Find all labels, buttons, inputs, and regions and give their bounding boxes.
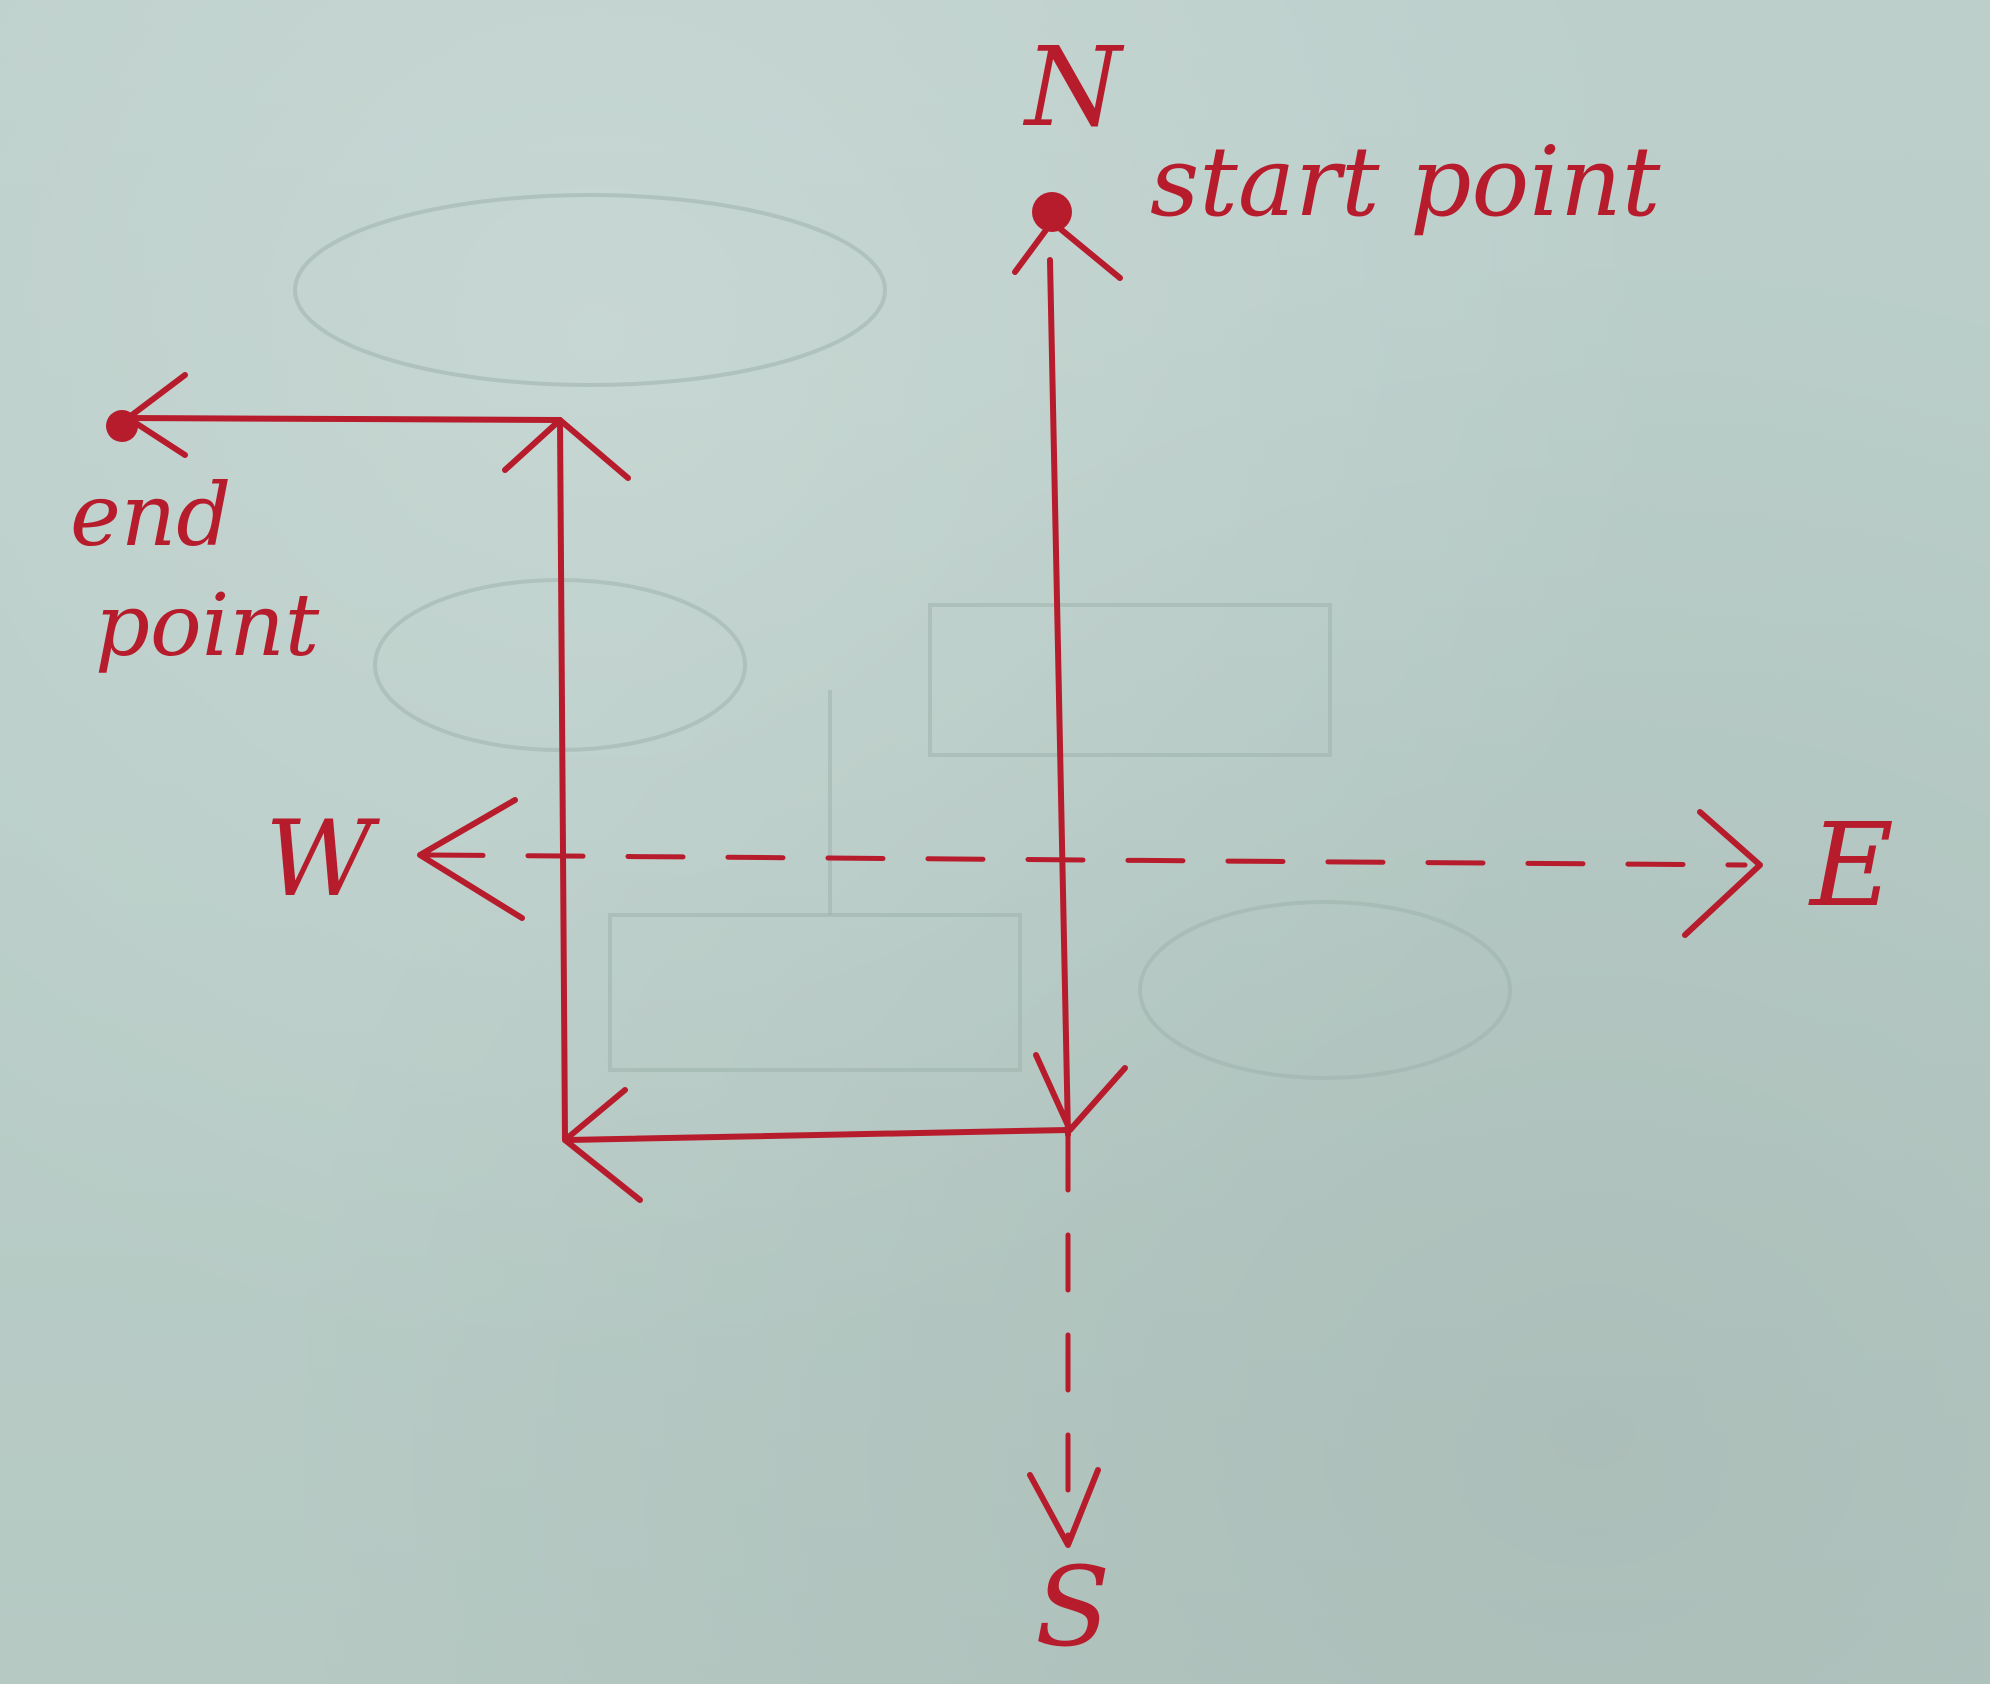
east-label: E [1808,799,1894,933]
west-label: W [265,798,381,920]
end-point-label-line1: end [70,466,231,566]
east-arrowhead [1682,809,1763,938]
start-point-dot [1032,192,1072,232]
route-segment-west [565,1127,1071,1143]
north-arrowhead [1012,219,1123,281]
bleed-through-shapes [293,193,1512,1080]
west-east-axis [425,852,1748,868]
route-segment-north [557,417,568,1143]
route-south-arrowhead [1033,1052,1128,1133]
south-arrowhead [1027,1467,1101,1548]
route-segment-to-end [125,415,563,423]
end-point-label-line2: point [95,576,320,676]
route-west-arrowhead [562,1087,643,1203]
north-south-axis [1047,257,1071,1138]
end-point-dot [106,410,138,442]
west-arrowhead [417,797,525,921]
route-end-arrowhead [125,372,188,458]
start-point-label: start point [1150,126,1661,238]
south-label: S [1035,1543,1110,1671]
route-north-arrowhead [502,417,631,481]
north-label: N [1022,23,1125,151]
